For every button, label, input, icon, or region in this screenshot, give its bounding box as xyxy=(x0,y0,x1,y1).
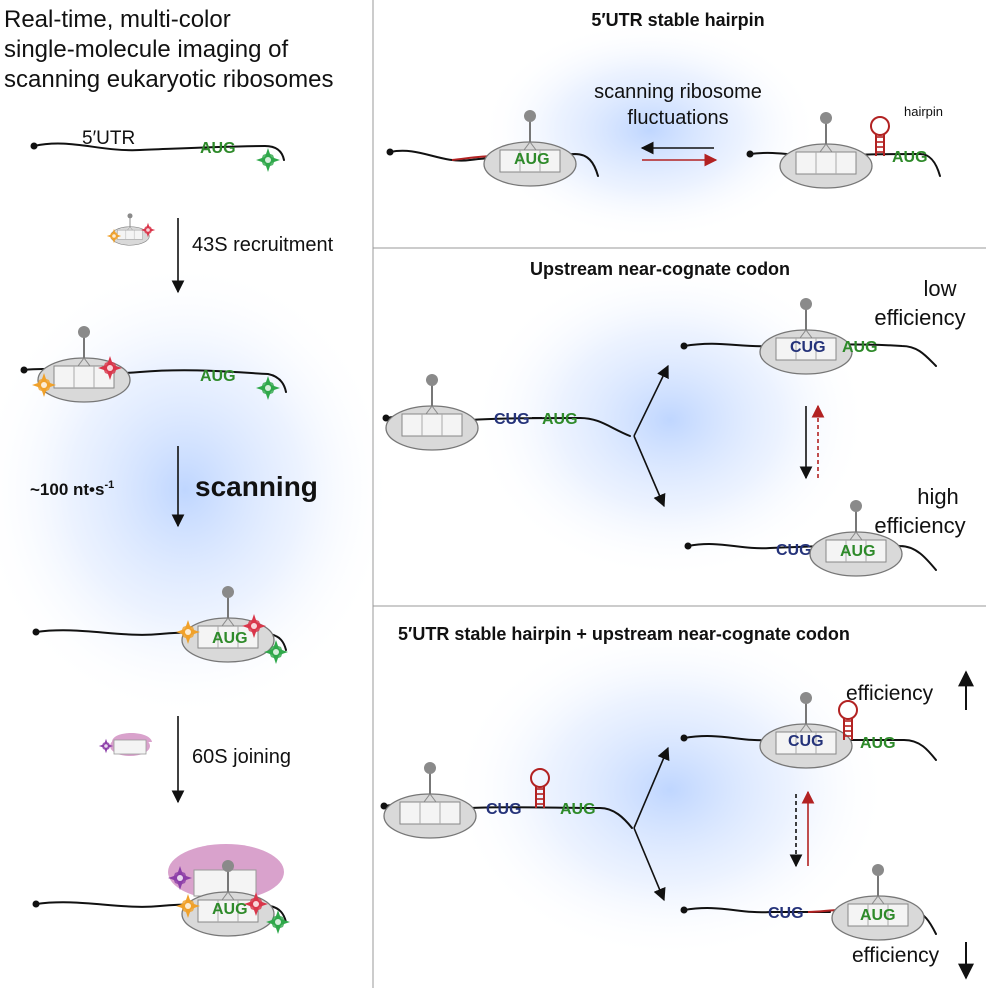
mrna-1 xyxy=(33,142,285,161)
p2-aug-start: AUG xyxy=(542,411,578,428)
p1-hairpin xyxy=(870,116,890,157)
scanning-label: scanning xyxy=(195,471,318,502)
p1-aug-left: AUG xyxy=(514,151,550,168)
rate-label: ~100 nt•s-1 xyxy=(30,479,114,499)
aug-4: AUG xyxy=(212,901,248,918)
aug-3: AUG xyxy=(212,630,248,647)
p3-cap-bottom xyxy=(680,906,688,914)
p2-cap-start xyxy=(382,414,390,422)
eff-bottom-label: efficiency xyxy=(852,944,940,967)
p1-cap-right xyxy=(746,150,754,158)
high-label-1: high xyxy=(917,484,959,509)
p3-aug-start: AUG xyxy=(560,801,596,818)
joining-label: 60S joining xyxy=(192,746,291,768)
hairpin-label: hairpin xyxy=(904,104,943,119)
panel1-caption-2: fluctuations xyxy=(627,107,728,129)
mrna-4-cap xyxy=(32,900,40,908)
recruit-label: 43S recruitment xyxy=(192,234,334,256)
panel2-title: Upstream near-cognate codon xyxy=(530,259,790,279)
low-label-1: low xyxy=(923,276,956,301)
left-title-line-3: scanning eukaryotic ribosomes xyxy=(4,66,334,93)
p2-cug-start: CUG xyxy=(494,411,530,428)
subunit-60s xyxy=(168,844,284,900)
p1-aug-right: AUG xyxy=(892,149,928,166)
green-dye-1 xyxy=(256,148,280,172)
aug-1: AUG xyxy=(200,140,236,157)
panel1-caption-1: scanning ribosome xyxy=(594,81,762,103)
glow-panel1 xyxy=(480,20,820,240)
panel3-title: 5′UTR stable hairpin + upstream near-cog… xyxy=(398,624,850,644)
p2-cap-top xyxy=(680,342,688,350)
p3-aug-top: AUG xyxy=(860,735,896,752)
mrna-1-cap xyxy=(30,142,38,150)
high-label-2: efficiency xyxy=(874,513,965,538)
rate-exponent: -1 xyxy=(104,479,114,491)
p3-cap-start xyxy=(380,802,388,810)
mrna-2-cap xyxy=(20,366,28,374)
p2-aug-bottom: AUG xyxy=(840,543,876,560)
p3-branch-down xyxy=(633,827,666,902)
p2-cap-bottom xyxy=(684,542,692,550)
p3-cug-top: CUG xyxy=(788,733,824,750)
mrna-3-cap xyxy=(32,628,40,636)
p2-cug-bottom: CUG xyxy=(776,542,812,559)
p3-cug-start: CUG xyxy=(486,801,522,818)
small-60s xyxy=(110,733,152,756)
p2-aug-top: AUG xyxy=(842,339,878,356)
p3-aug-bottom: AUG xyxy=(860,907,896,924)
glow-panel3 xyxy=(450,620,890,960)
p2-branch-down xyxy=(633,435,666,508)
left-title-line-2: single-molecule imaging of xyxy=(4,36,288,63)
panel1-title: 5′UTR stable hairpin xyxy=(591,10,764,30)
p3-cap-top xyxy=(680,734,688,742)
p2-cug-top: CUG xyxy=(790,339,826,356)
p3-branch-up xyxy=(633,746,670,829)
eff-top-label: efficiency xyxy=(846,682,934,705)
aug-2: AUG xyxy=(200,368,236,385)
utr-label: 5′UTR xyxy=(82,128,135,149)
p3-cug-bottom: CUG xyxy=(768,905,804,922)
p2-ribosome-start xyxy=(385,373,479,451)
purple-dye-small xyxy=(98,738,114,754)
low-label-2: efficiency xyxy=(874,305,965,330)
p2-branch-up xyxy=(633,364,669,437)
p1-cap-left xyxy=(386,148,394,156)
left-title-line-1: Real-time, multi-color xyxy=(4,6,231,33)
